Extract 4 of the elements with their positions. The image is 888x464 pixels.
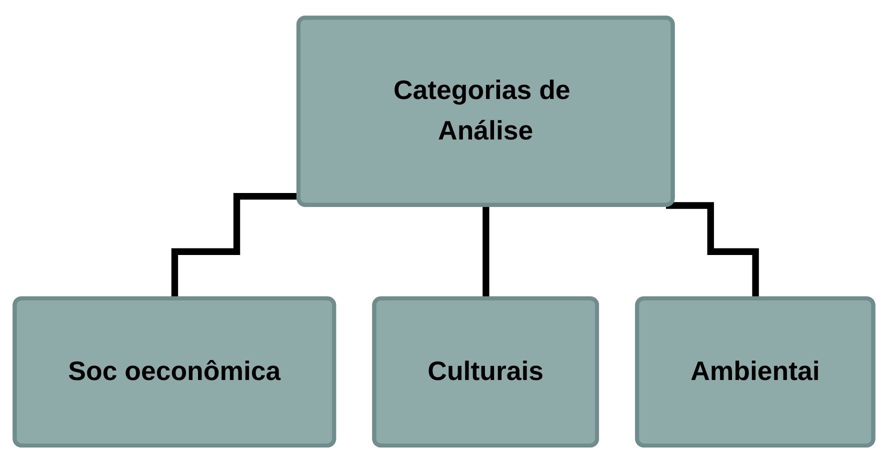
category-box: Soc oeconômica [12,296,336,448]
category-box: Ambientai [635,296,876,448]
category-box: Categorias de Análise [296,16,675,208]
category-box: Culturais [372,296,600,448]
